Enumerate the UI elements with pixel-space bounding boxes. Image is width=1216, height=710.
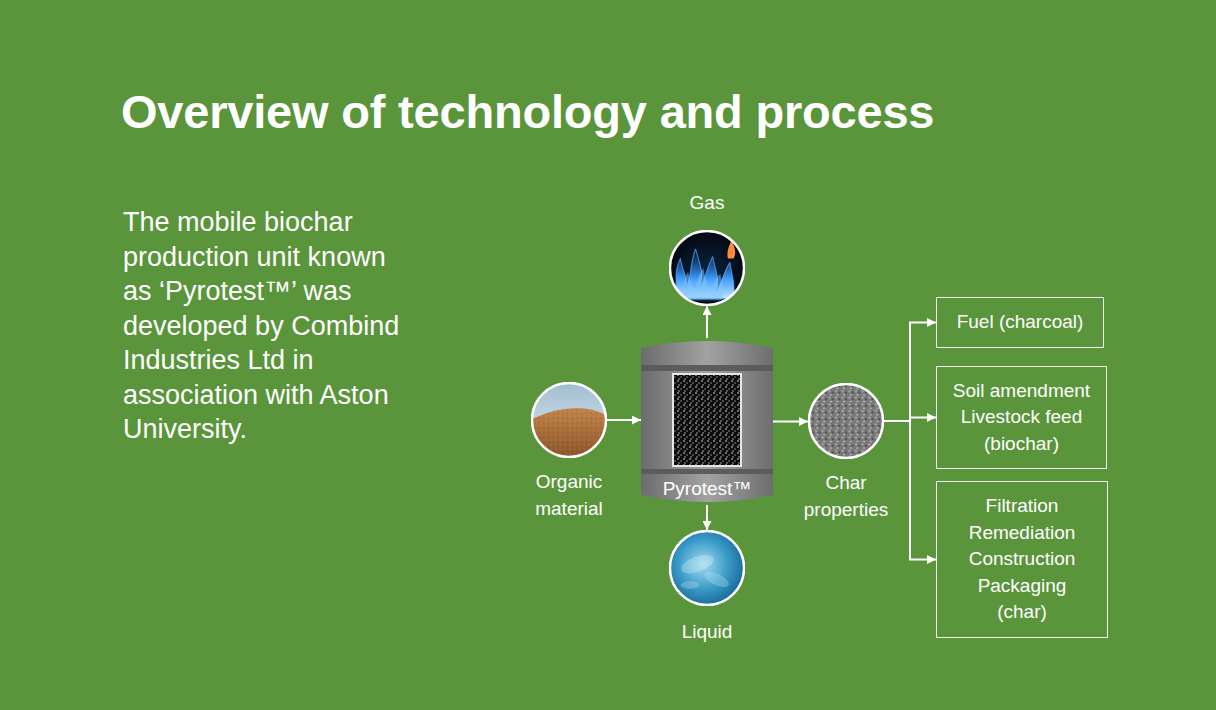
node-caption: Organic material — [514, 469, 624, 522]
output-box: Soil amendment Livestock feed (biochar) — [936, 366, 1107, 469]
flow-arrow — [884, 421, 936, 560]
stream-circle: Char properties — [808, 383, 884, 459]
circle-picture — [808, 383, 884, 459]
box-text: Soil amendment Livestock feed (biochar) — [945, 378, 1098, 458]
output-box: Fuel (charcoal) — [936, 297, 1104, 348]
flow-arrow — [706, 306, 708, 338]
picture-art — [669, 530, 745, 606]
box-text: Fuel (charcoal) — [957, 309, 1084, 336]
flow-arrow — [773, 421, 808, 423]
stream-circle: Liquid — [669, 530, 745, 606]
circle-picture — [531, 382, 607, 458]
picture-art — [531, 382, 607, 458]
reactor-label: Pyrotest™ — [641, 476, 773, 503]
stream-circle: Gas — [669, 230, 745, 306]
flow-arrow — [884, 418, 936, 422]
stream-circle: Organic material — [531, 382, 607, 458]
output-box: Filtration Remediation Construction Pack… — [936, 481, 1108, 638]
box-text: Filtration Remediation Construction Pack… — [957, 493, 1087, 626]
picture-art — [669, 230, 745, 306]
circle-picture — [669, 230, 745, 306]
node-caption: Gas — [652, 190, 762, 217]
intro-paragraph: The mobile biochar production unit known… — [123, 205, 408, 447]
node-caption: Char properties — [791, 470, 901, 523]
circle-picture — [669, 530, 745, 606]
flow-arrow — [884, 323, 936, 422]
slide-title: Overview of technology and process — [121, 88, 934, 135]
flow-arrow — [607, 419, 641, 421]
picture-art — [808, 383, 884, 459]
node-caption: Liquid — [652, 619, 762, 646]
picture-art — [641, 341, 773, 502]
reactor-unit: Pyrotest™ — [641, 338, 773, 505]
flow-arrow — [706, 505, 708, 530]
